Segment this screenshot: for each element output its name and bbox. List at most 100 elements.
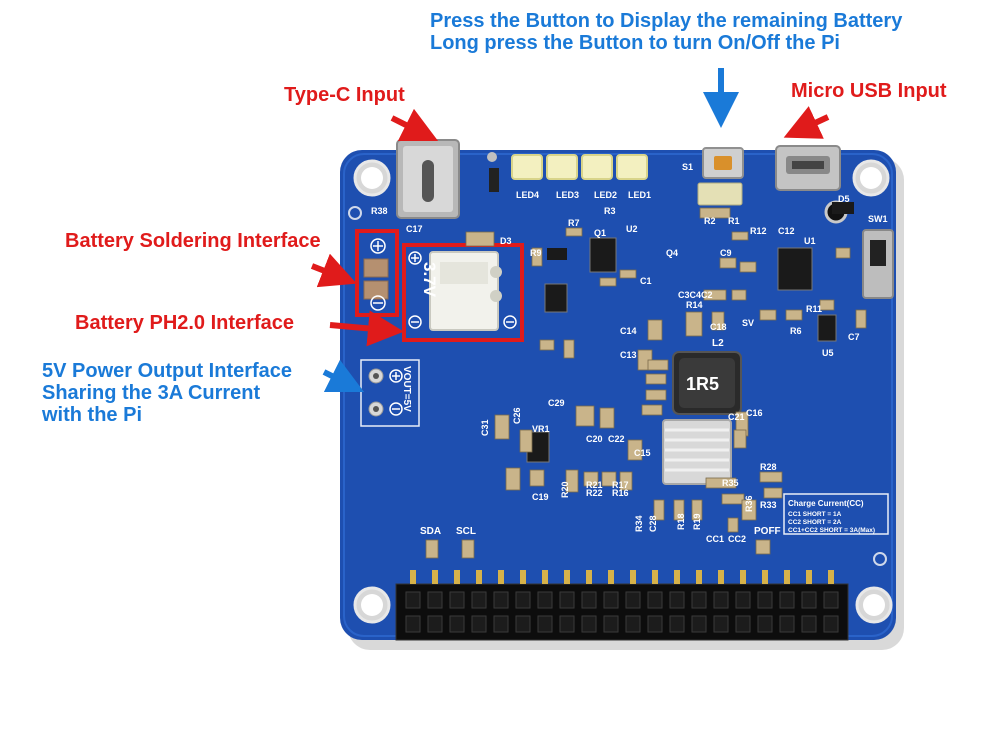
battery-solder-pads: [363, 238, 389, 311]
label-led2: LED2: [594, 190, 617, 200]
slide-switch-sw1: [862, 229, 894, 299]
gpio-pin: [515, 591, 531, 609]
label-sda: SDA: [420, 526, 441, 537]
gpio-pin-tip: [476, 570, 482, 584]
ph2-connector: [429, 251, 502, 331]
label-r34: R34: [634, 515, 644, 532]
charge-line2: CC2 SHORT = 2A: [788, 519, 842, 526]
inductor-l2: [672, 351, 742, 415]
gpio-pin: [757, 615, 773, 633]
label-r33: R33: [760, 500, 777, 510]
gpio-pin: [405, 615, 421, 633]
label-c21: C21: [728, 412, 745, 422]
label-d5: D5: [838, 194, 850, 204]
gpio-pin-tip: [652, 570, 658, 584]
label-r2: R2: [704, 216, 716, 226]
label-r6: R6: [790, 326, 802, 336]
label-sv: SV: [742, 318, 754, 328]
label-c7: C7: [848, 332, 860, 342]
gpio-pin: [625, 615, 641, 633]
label-c16: C16: [746, 408, 763, 418]
label-r1: R1: [728, 216, 740, 226]
power-out-annotation-line3: with the Pi: [42, 404, 142, 426]
gpio-pin-tip: [696, 570, 702, 584]
label-cc2: CC2: [728, 534, 746, 544]
label-c18: C18: [710, 322, 727, 332]
gpio-pin: [537, 615, 553, 633]
label-r20: R20: [560, 481, 570, 498]
gpio-pin: [471, 591, 487, 609]
label-r3: R3: [604, 206, 616, 216]
label-inductor: 1R5: [686, 374, 719, 394]
gpio-pin: [691, 615, 707, 633]
label-c26: C26: [512, 407, 522, 424]
label-r36: R36: [744, 495, 754, 512]
label-c9: C9: [720, 248, 732, 258]
label-u5: U5: [822, 348, 834, 358]
gpio-pin-tip: [608, 570, 614, 584]
gpio-pin: [823, 591, 839, 609]
ph2-highlight-box: [402, 243, 524, 342]
label-r11: R11: [806, 304, 822, 314]
gpio-pin: [735, 591, 751, 609]
gpio-pin: [537, 591, 553, 609]
label-c17: C17: [406, 224, 423, 234]
label-scl: SCL: [456, 526, 476, 537]
gpio-pin: [647, 591, 663, 609]
gpio-pin-tip: [828, 570, 834, 584]
smd-components: [425, 207, 867, 559]
battery-solder-annotation: Battery Soldering Interface: [65, 230, 321, 252]
polarity-markers: [408, 251, 517, 329]
gpio-pin: [471, 615, 487, 633]
label-c3c4c2: C3C4C2: [678, 290, 713, 300]
gpio-pin-tip: [564, 570, 570, 584]
label-voltage: 3.7V: [420, 262, 439, 298]
label-c1: C1: [640, 276, 652, 286]
label-led4: LED4: [516, 190, 539, 200]
label-r9: R9: [530, 248, 542, 258]
label-c13: C13: [620, 350, 637, 360]
gpio-pin: [625, 591, 641, 609]
power-out-annotation-line1: 5V Power Output Interface: [42, 360, 293, 382]
gpio-pin: [427, 615, 443, 633]
gpio-pin-tip: [454, 570, 460, 584]
gpio-pin-tip: [520, 570, 526, 584]
label-c22: C22: [608, 434, 625, 444]
gpio-pin: [581, 591, 597, 609]
label-r14: R14: [686, 300, 703, 310]
gpio-pin-tip: [718, 570, 724, 584]
label-l2: L2: [712, 338, 724, 349]
charge-title: Charge Current(CC): [788, 499, 864, 508]
gpio-pin-tip: [762, 570, 768, 584]
label-u2: U2: [626, 224, 638, 234]
arrow-battery-ph: [329, 310, 404, 347]
arrow-power-out: [322, 359, 365, 393]
label-r17: R17: [612, 480, 629, 490]
arrow-micro-usb: [783, 106, 830, 139]
label-c14: C14: [620, 326, 637, 336]
label-c31: C31: [480, 419, 490, 436]
vout-pads: [360, 359, 420, 427]
mounting-holes: [348, 152, 893, 624]
label-r7: R7: [568, 218, 580, 228]
gpio-pin-tip: [806, 570, 812, 584]
silkscreen-labels: LED4 LED3 LED2 LED1 S1 1R5 L2 3.7V VOUT=…: [371, 162, 888, 544]
label-c28: C28: [648, 515, 658, 532]
gpio-pin: [559, 591, 575, 609]
micro-usb-connector: [775, 145, 841, 191]
micro-usb-annotation: Micro USB Input: [791, 80, 947, 102]
label-r19: R19: [692, 513, 702, 530]
gpio-pin: [823, 615, 839, 633]
gpio-pin: [691, 591, 707, 609]
label-c29: C29: [548, 398, 565, 408]
gpio-pin: [669, 615, 685, 633]
gpio-pin: [449, 615, 465, 633]
push-button-s1: [697, 147, 744, 206]
gpio-pin: [779, 591, 795, 609]
gpio-pin-tip: [630, 570, 636, 584]
gpio-pin: [449, 591, 465, 609]
gpio-pin: [779, 615, 795, 633]
charge-line1: CC1 SHORT = 1A: [788, 511, 842, 518]
